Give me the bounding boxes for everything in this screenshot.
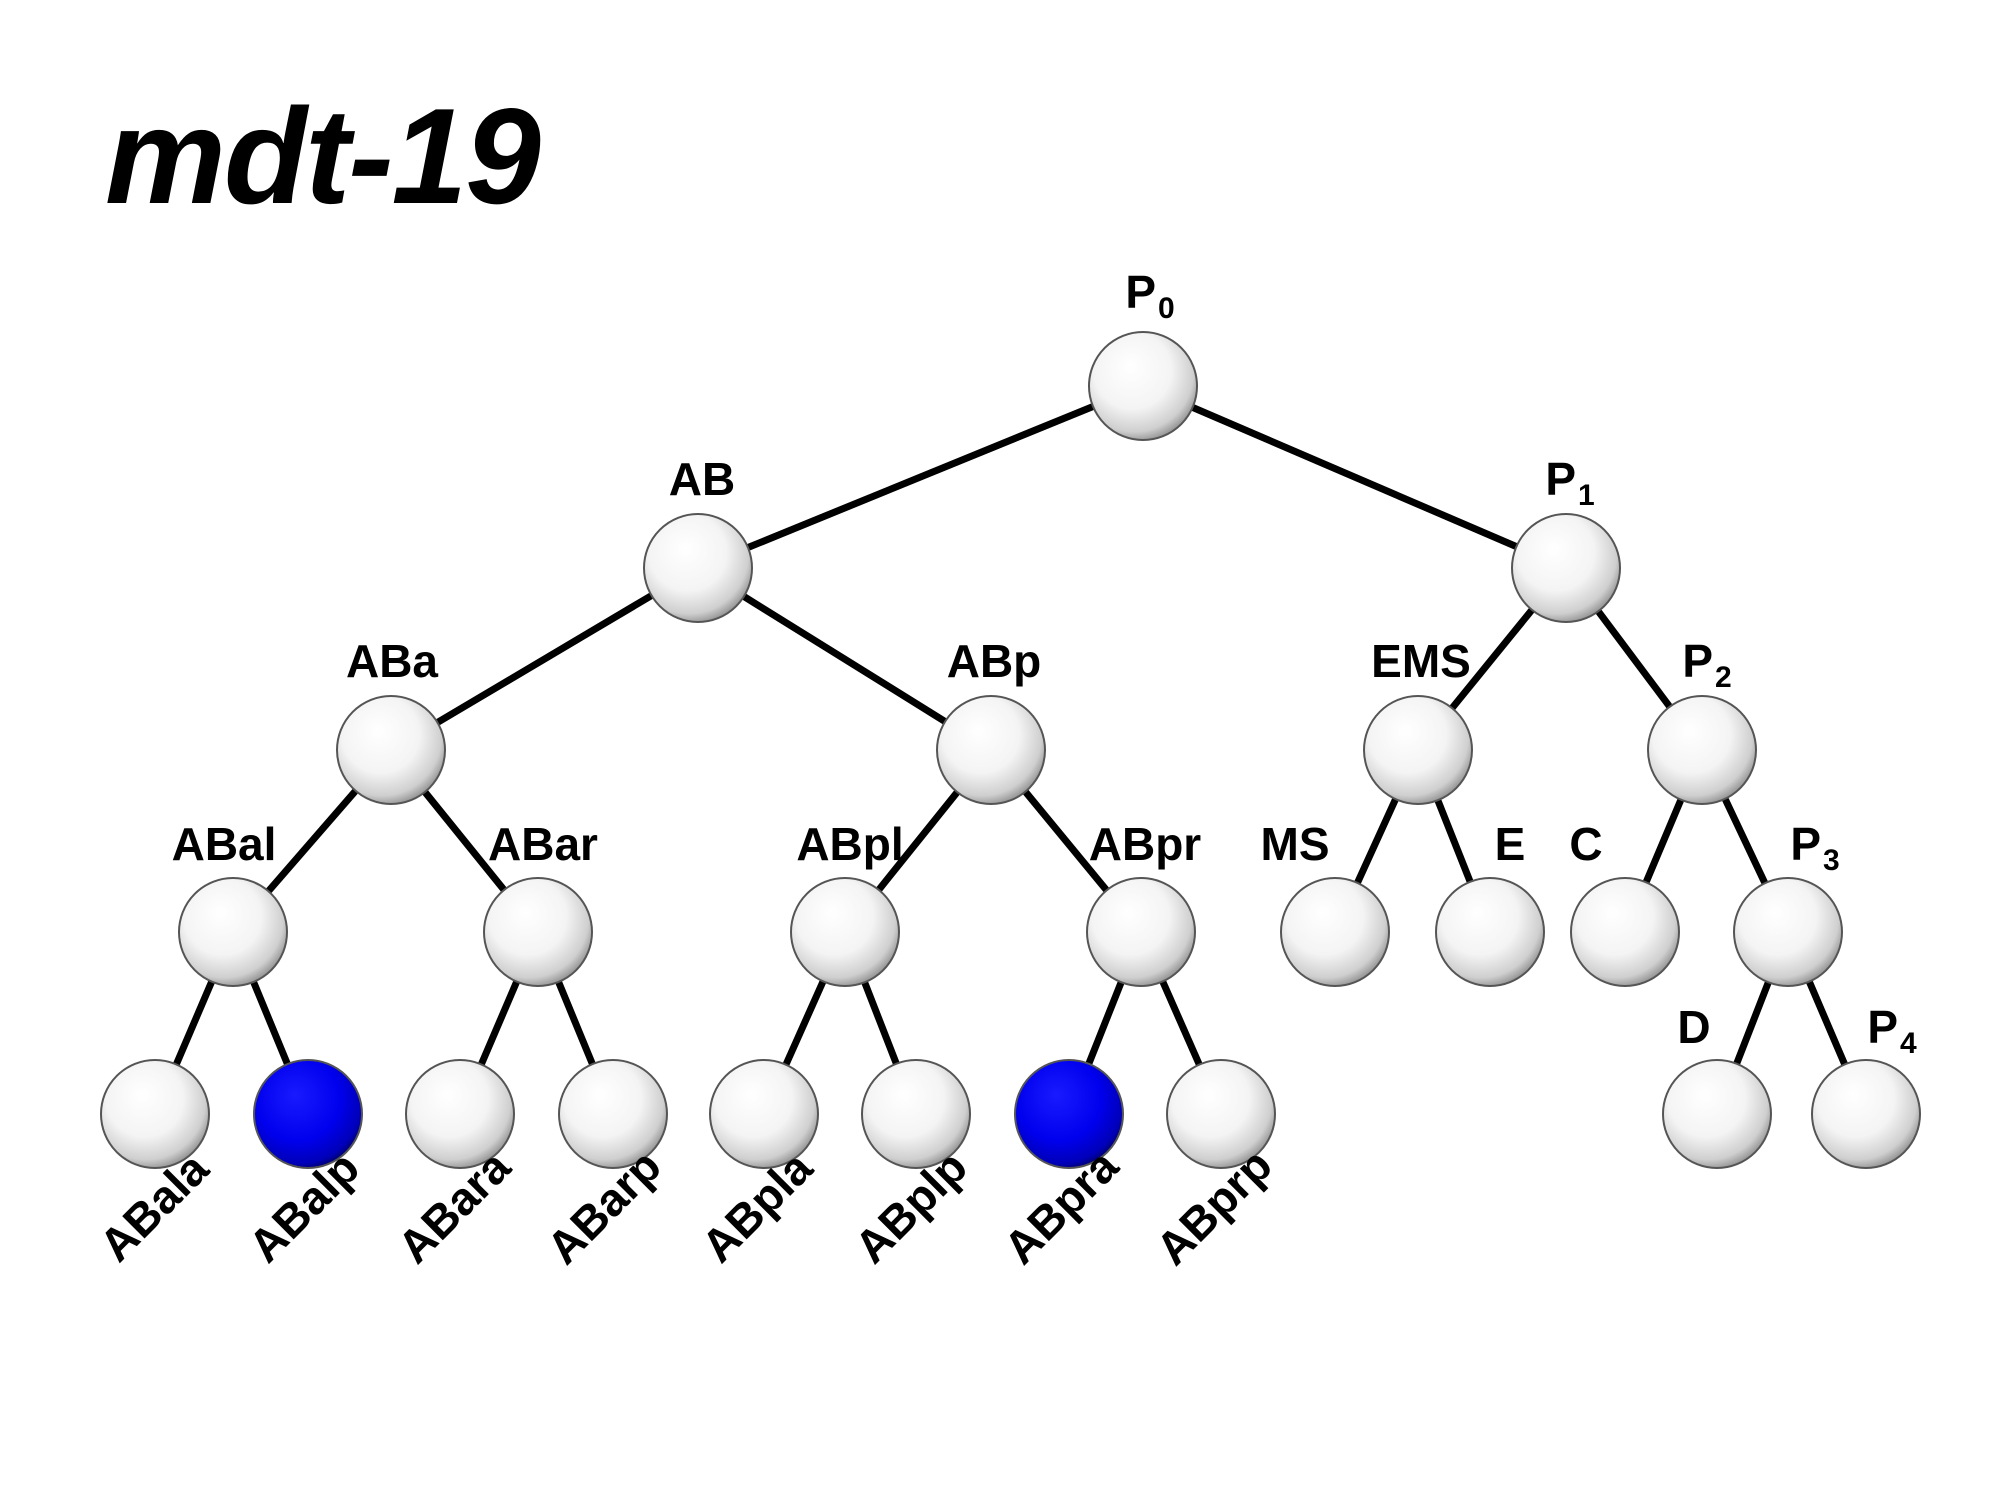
label-ABar: ABar — [488, 818, 598, 870]
cell-ABala — [100, 1059, 210, 1169]
edge-ABar-ABarp — [554, 978, 597, 1068]
edge-ABar-ABara — [477, 978, 521, 1068]
edge-ABp-ABpl — [874, 788, 962, 894]
label-P0: P0 — [1125, 266, 1174, 325]
edge-P1-P2 — [1594, 607, 1674, 711]
label-P4: P4 — [1867, 1001, 1917, 1060]
cell-ABpr — [1086, 877, 1196, 987]
cell-P1 — [1511, 513, 1621, 623]
edges-layer — [172, 402, 1849, 1068]
edge-AB-ABp — [740, 592, 949, 726]
edge-ABal-ABala — [172, 978, 216, 1068]
cell-EMS — [1363, 695, 1473, 805]
edge-ABpl-ABpla — [781, 978, 828, 1068]
edge-P0-P1 — [1189, 403, 1520, 551]
cell-P2 — [1647, 695, 1757, 805]
label-C: C — [1569, 818, 1602, 870]
edge-P2-C — [1642, 796, 1685, 886]
cell-ABarp — [558, 1059, 668, 1169]
cell-AB — [643, 513, 753, 623]
cell-D — [1662, 1059, 1772, 1169]
edge-ABp-ABpr — [1021, 787, 1111, 895]
edge-EMS-E — [1433, 797, 1475, 885]
edge-EMS-MS — [1353, 795, 1400, 887]
label-ABp: ABp — [947, 635, 1042, 687]
cell-ABpl — [790, 877, 900, 987]
edge-P1-EMS — [1448, 606, 1536, 712]
label-E: E — [1495, 818, 1526, 870]
label-D: D — [1677, 1001, 1710, 1053]
edge-P3-P4 — [1805, 978, 1849, 1068]
label-ABal: ABal — [172, 818, 277, 870]
label-EMS: EMS — [1371, 635, 1471, 687]
cell-P0 — [1088, 331, 1198, 441]
edge-ABa-ABar — [420, 788, 509, 894]
cell-C — [1570, 877, 1680, 987]
edge-ABa-ABal — [264, 787, 360, 895]
label-MS: MS — [1261, 818, 1330, 870]
cell-P3 — [1733, 877, 1843, 987]
edge-P3-D — [1732, 979, 1773, 1067]
cell-MS — [1280, 877, 1390, 987]
label-P1: P1 — [1545, 453, 1594, 512]
label-P3: P3 — [1790, 818, 1839, 877]
cell-ABa — [336, 695, 446, 805]
cell-ABp — [936, 695, 1046, 805]
cell-ABar — [483, 877, 593, 987]
cells-layer — [100, 331, 1921, 1169]
page-title: mdt-19 — [105, 80, 541, 232]
edge-ABpr-ABpra — [1084, 979, 1126, 1067]
cell-ABpra-highlighted — [1014, 1059, 1124, 1169]
cell-E — [1435, 877, 1545, 987]
cell-ABara — [405, 1059, 515, 1169]
edge-ABal-ABalp — [249, 978, 292, 1068]
cell-ABpla — [709, 1059, 819, 1169]
cell-ABal — [178, 877, 288, 987]
label-ABpr: ABpr — [1089, 818, 1202, 870]
cell-ABprp — [1166, 1059, 1276, 1169]
label-ABa: ABa — [346, 635, 438, 687]
edge-P0-AB — [744, 402, 1097, 552]
edge-P2-P3 — [1721, 795, 1769, 887]
cell-P4 — [1811, 1059, 1921, 1169]
label-P2: P2 — [1682, 635, 1731, 694]
label-ABpl: ABpl — [796, 818, 903, 870]
edge-ABpl-ABplp — [860, 979, 901, 1067]
edge-ABpr-ABprp — [1158, 978, 1204, 1068]
cell-ABalp-highlighted — [253, 1059, 363, 1169]
label-AB: AB — [669, 453, 735, 505]
cell-ABplp — [861, 1059, 971, 1169]
edge-AB-ABa — [433, 591, 656, 727]
